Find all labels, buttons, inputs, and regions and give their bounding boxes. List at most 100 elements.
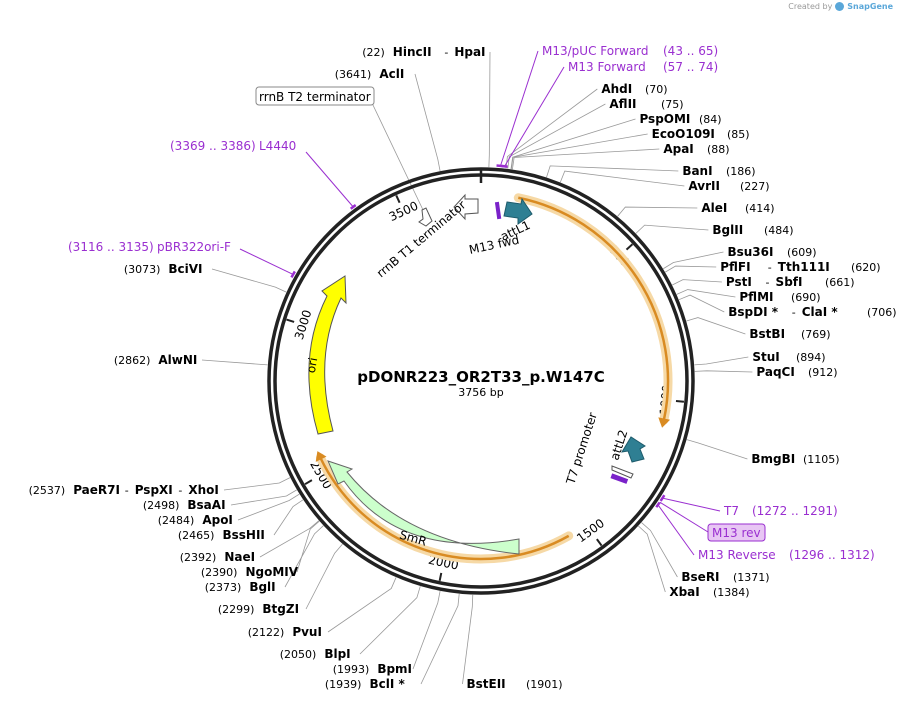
site-bglii: BglII (484) xyxy=(712,223,793,237)
site-position: (85) xyxy=(727,128,750,141)
site-position: (414) xyxy=(745,202,775,215)
site-name: BlpI xyxy=(324,647,350,661)
t7-primer-feature xyxy=(610,473,629,484)
site-connector xyxy=(201,359,268,366)
site-position: (2498) xyxy=(143,499,180,512)
primer-label: M13 Reverse(1296 .. 1312) xyxy=(698,548,875,562)
site-connector xyxy=(507,103,606,169)
site-position: (3073) xyxy=(124,263,161,276)
primer-label: M13/pUC Forward(43 .. 65) xyxy=(542,44,718,58)
site-alwni: (2862)AlwNI xyxy=(114,353,198,367)
site-name: BtgZI xyxy=(262,602,299,616)
primer-name: T7 xyxy=(723,504,739,518)
tick-mark-2500 xyxy=(304,479,313,486)
tick-mark-1000 xyxy=(675,399,685,403)
site-connector xyxy=(359,586,421,655)
site-position: (2390) xyxy=(201,566,238,579)
orf2-arc xyxy=(319,457,570,561)
site-connector xyxy=(462,594,474,685)
site-name: AflII xyxy=(609,97,636,111)
site-name: BspDI * xyxy=(728,305,778,319)
t7-promoter-feature xyxy=(611,465,634,479)
site-blpi: (2050)BlpI xyxy=(280,647,351,661)
site-name: Tth111I xyxy=(778,260,830,274)
site-btgzi: (2299)BtgZI xyxy=(218,602,299,616)
site-position: (70) xyxy=(645,83,668,96)
site-connector xyxy=(414,73,441,172)
site-connector xyxy=(617,206,698,217)
attl2-feature xyxy=(621,436,646,463)
primer-connector xyxy=(500,50,539,167)
primer-name: M13 Forward xyxy=(568,60,646,74)
primer-range: (3369 .. 3386) xyxy=(170,139,256,153)
site-name: StuI xyxy=(752,350,779,364)
site-bgli: (2373)BglI xyxy=(205,580,276,594)
site-connector xyxy=(638,525,666,593)
site-connector xyxy=(665,265,717,273)
site-hincii: (22)HincII-HpaI xyxy=(362,45,485,59)
m13-rev-label-box xyxy=(707,523,766,542)
site-dash: - xyxy=(768,261,772,274)
site-position: (88) xyxy=(707,143,730,156)
credit-brand: SnapGene xyxy=(847,2,893,11)
site-bspdi: BspDI *-ClaI *(706) xyxy=(728,305,896,319)
tick-mark-3000 xyxy=(286,318,295,323)
site-name: BpmI xyxy=(377,662,412,676)
site-position: (609) xyxy=(787,246,817,259)
credit-prefix: Created by xyxy=(788,2,833,11)
site-position: (912) xyxy=(808,366,838,379)
site-name: BstEII xyxy=(466,677,505,691)
site-connector xyxy=(686,439,748,460)
site-position: (84) xyxy=(699,113,722,126)
primer-name: M13 rev xyxy=(712,526,761,540)
primer-label: M13 rev xyxy=(712,526,761,540)
primer-range: (43 .. 65) xyxy=(663,44,718,58)
site-position: (2465) xyxy=(178,529,215,542)
site-bcivi: (3073)BciVI xyxy=(124,262,203,276)
site-naei: (2392)NaeI xyxy=(180,550,255,564)
attl1-feature xyxy=(503,197,533,225)
rrnb-t2-label: rrnB T2 terminator xyxy=(259,90,371,104)
primer-mark xyxy=(655,501,661,508)
site-position: (484) xyxy=(764,224,794,237)
site-name: PvuI xyxy=(292,625,322,639)
primer-connector xyxy=(239,248,294,275)
site-position: (894) xyxy=(796,351,826,364)
site-position: (227) xyxy=(740,180,770,193)
site-name: ApaI xyxy=(663,142,693,156)
site-position: (22) xyxy=(362,46,385,59)
tick-mark-2000 xyxy=(438,572,443,581)
site-name: EcoO109I xyxy=(652,127,715,141)
site-position: (2484) xyxy=(158,514,195,527)
site-bseri: BseRI (1371) xyxy=(681,570,769,584)
plasmid-name: pDONR223_OR2T33_p.W147C xyxy=(357,368,605,386)
primer-connector xyxy=(504,66,565,167)
site-bstbi: BstBI(769) xyxy=(749,327,830,341)
primer-name: L4440 xyxy=(259,139,296,153)
site-position: (186) xyxy=(726,165,756,178)
site-name: AlwNI xyxy=(158,353,197,367)
site-bmgbi: BmgBI(1105) xyxy=(751,452,839,466)
primer-mark xyxy=(349,204,357,210)
ori-feature xyxy=(308,275,347,435)
site-name: XhoI xyxy=(188,483,219,497)
site-connector xyxy=(211,268,287,293)
site-name: BseRI xyxy=(681,570,719,584)
site-position: (1371) xyxy=(733,571,770,584)
smr-feature xyxy=(327,460,520,555)
site-name: PaeR7I xyxy=(73,483,120,497)
site-acli: (3641)AclI xyxy=(335,67,405,81)
site-dash: - xyxy=(125,484,129,497)
site-position: (661) xyxy=(825,276,855,289)
site-name: BglII xyxy=(712,223,743,237)
site-dash: - xyxy=(444,46,448,59)
tick-label: 3500 xyxy=(387,199,421,224)
tick-mark-1500 xyxy=(596,538,603,547)
site-name: AclI xyxy=(379,67,404,81)
primer-mark xyxy=(501,164,508,168)
snapgene-credit: Created by SnapGene xyxy=(788,2,893,11)
site-connector xyxy=(420,593,460,685)
map-labels: (22)HincII-HpaI(3641)AclIAhdI(70)AflII(7… xyxy=(29,44,897,691)
site-connector xyxy=(305,543,343,610)
